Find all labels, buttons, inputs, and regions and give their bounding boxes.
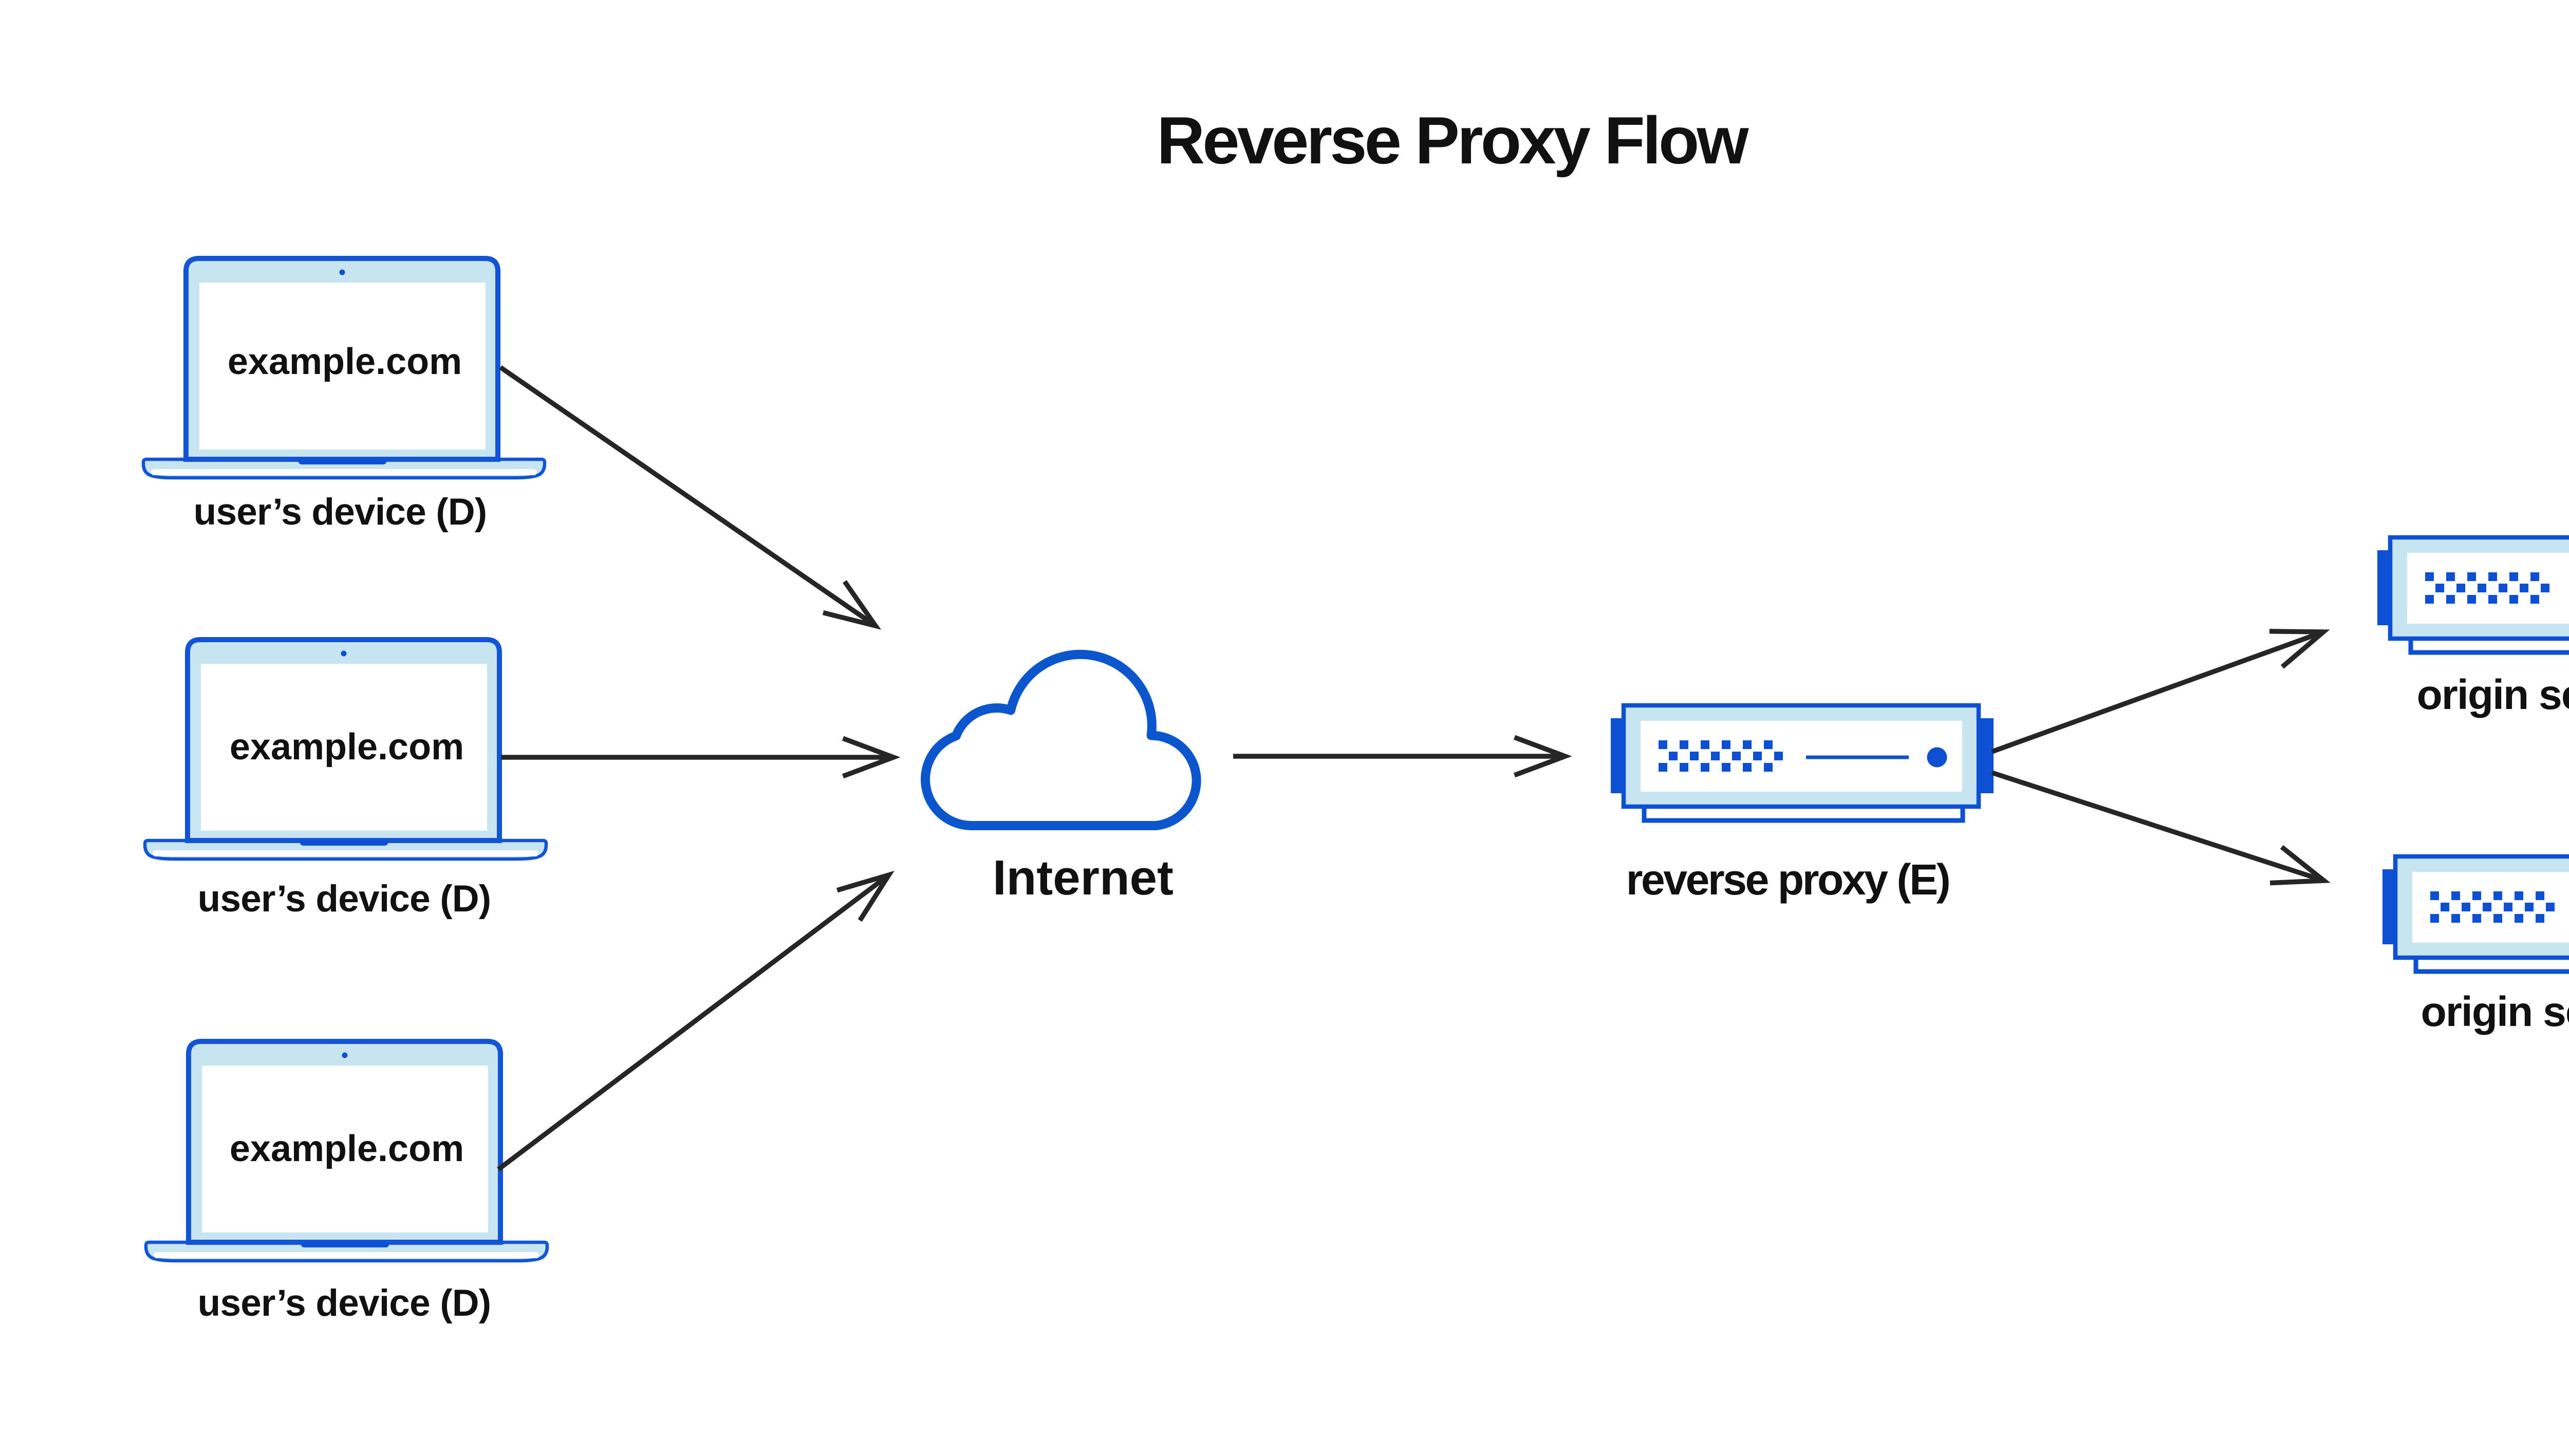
svg-text:Reverse Proxy Flow: Reverse Proxy Flow xyxy=(1157,103,1749,178)
svg-text:example.com: example.com xyxy=(228,341,462,382)
svg-text:example.com: example.com xyxy=(230,1128,464,1169)
svg-text:origin server (F): origin server (F) xyxy=(2417,671,2569,718)
svg-text:user’s device (D): user’s device (D) xyxy=(198,878,491,920)
svg-text:Internet: Internet xyxy=(993,850,1174,905)
svg-text:example.com: example.com xyxy=(230,726,464,768)
svg-text:reverse proxy (E): reverse proxy (E) xyxy=(1626,855,1949,904)
svg-text:user’s device (D): user’s device (D) xyxy=(194,491,487,533)
svg-text:user’s device (D): user’s device (D) xyxy=(198,1282,491,1324)
svg-text:origin server (F): origin server (F) xyxy=(2421,988,2569,1035)
